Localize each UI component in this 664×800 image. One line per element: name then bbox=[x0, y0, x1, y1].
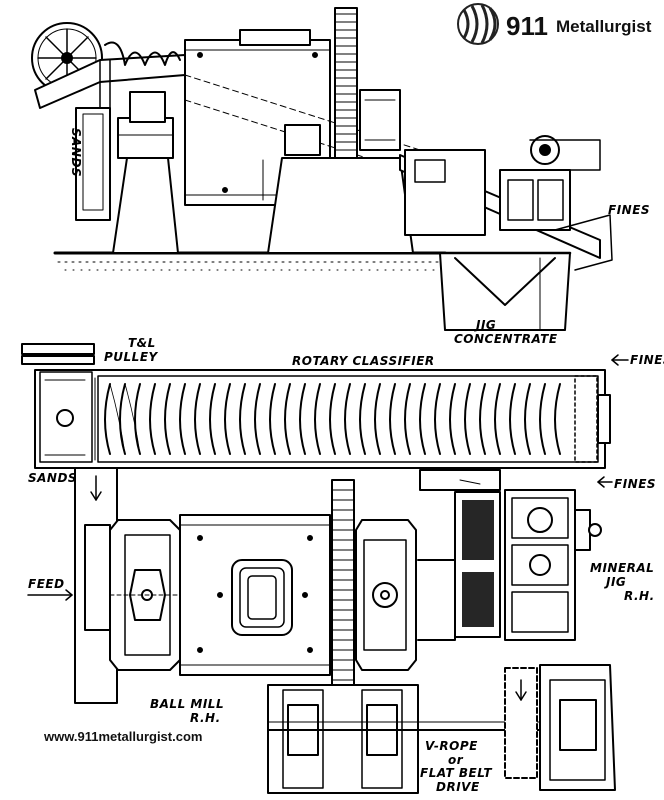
sands-chute-plan bbox=[74, 467, 118, 704]
sands-chute bbox=[75, 107, 111, 221]
mill-bearing bbox=[284, 124, 321, 156]
label-fines-right: FINES bbox=[614, 477, 657, 491]
label-drive: DRIVE bbox=[436, 780, 480, 794]
label-feed: FEED bbox=[28, 577, 65, 591]
right-pedestal bbox=[267, 157, 414, 254]
mill-right-bearing bbox=[355, 519, 417, 671]
label-concentrate: CONCENTRATE bbox=[454, 332, 558, 346]
label-fines-elevation: FINES bbox=[608, 203, 651, 217]
label-fines-top-right: FINES bbox=[630, 353, 664, 367]
concentrate-hopper bbox=[438, 251, 572, 331]
jig-elevation bbox=[404, 135, 613, 271]
label-rh-mill: R.H. bbox=[190, 711, 221, 725]
globe-icon bbox=[457, 3, 499, 45]
label-jig-plan: JIG bbox=[606, 575, 627, 589]
ball-mill-plan bbox=[179, 514, 331, 676]
tl-pulley bbox=[21, 343, 95, 355]
label-v-rope: V-ROPE bbox=[425, 739, 478, 753]
label-sands-vertical: SANDS bbox=[69, 128, 83, 178]
label-flat-belt: FLAT BELT bbox=[420, 766, 493, 780]
elevation-view bbox=[31, 7, 613, 331]
plan-view bbox=[21, 343, 629, 794]
label-mineral: MINERAL bbox=[590, 561, 655, 575]
discharge-launder-plan bbox=[417, 469, 501, 641]
website-url: www.911metallurgist.com bbox=[44, 729, 203, 744]
label-rh-jig: R.H. bbox=[624, 589, 655, 603]
label-sands: SANDS bbox=[28, 471, 78, 485]
label-ball-mill: BALL MILL bbox=[150, 697, 225, 711]
brand-name: Metallurgist bbox=[556, 17, 652, 36]
pinion-bearing bbox=[359, 89, 401, 151]
label-jig: JIG bbox=[476, 318, 497, 332]
label-rotary-classifier: ROTARY CLASSIFIER bbox=[292, 354, 435, 368]
mineral-jig-plan bbox=[454, 489, 602, 641]
belt-drive bbox=[504, 664, 616, 791]
brand-number: 911 bbox=[506, 11, 548, 41]
label-tl: T&L bbox=[128, 336, 156, 350]
gear-elevation bbox=[334, 7, 358, 159]
mill-left-bearing bbox=[109, 519, 181, 671]
brand-logo: 911 Metallurgist bbox=[452, 2, 662, 46]
label-pulley: PULLEY bbox=[104, 350, 158, 364]
rotary-classifier-plan bbox=[34, 369, 611, 469]
left-pedestal bbox=[112, 91, 179, 254]
drive-bearings bbox=[267, 684, 541, 794]
label-or: or bbox=[448, 753, 464, 767]
